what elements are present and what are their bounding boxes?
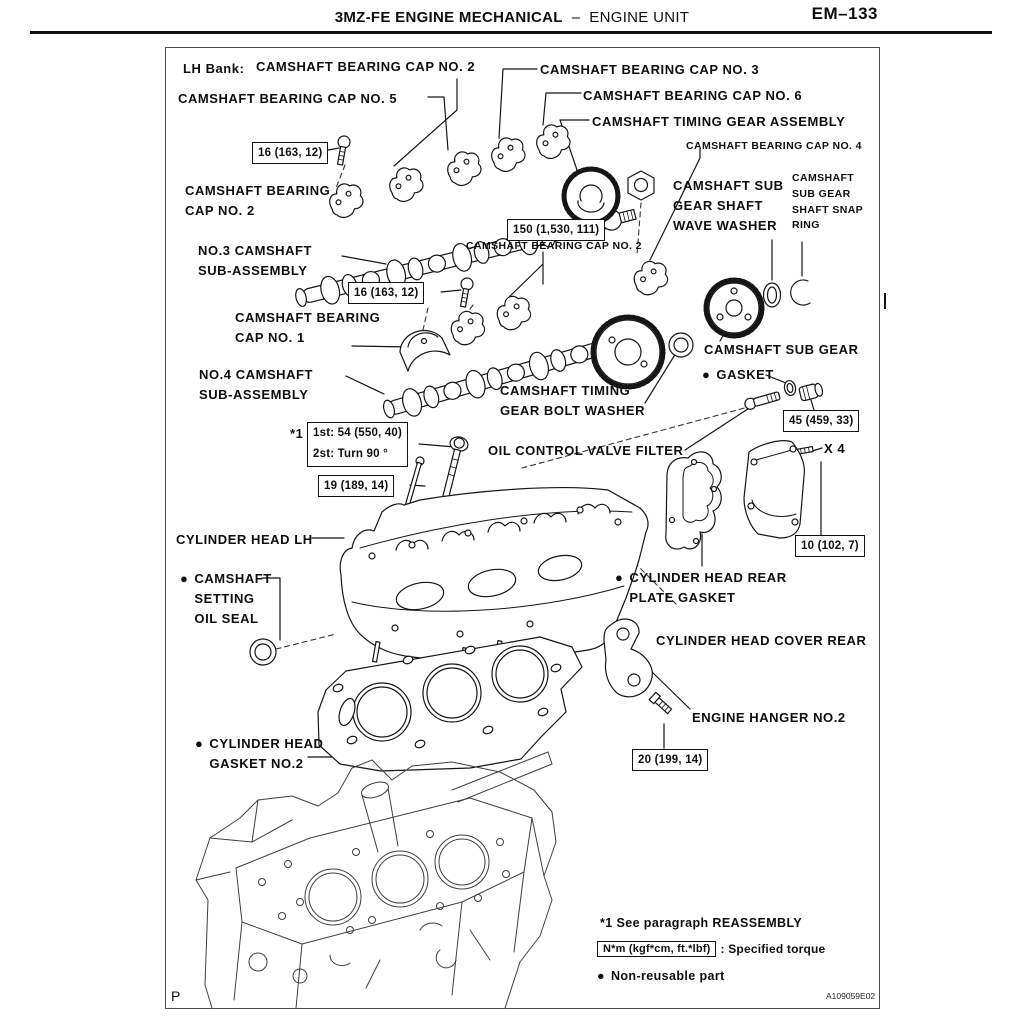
wave-washer-drawing bbox=[762, 282, 782, 308]
legend-torque-unit-box: N*m (kgf*cm, ft.*lbf) bbox=[597, 941, 717, 957]
engine-hanger-drawing bbox=[603, 618, 653, 698]
torque-box-20: 20 (199, 14) bbox=[632, 749, 709, 772]
label-cylinder-head-lh: CYLINDER HEAD LH bbox=[176, 532, 313, 547]
timing-gear2-drawing bbox=[590, 314, 666, 390]
label-camshaft-bearing-cap-no1: CAMSHAFT BEARING CAP NO. 1 bbox=[235, 310, 381, 346]
legend-torque-meaning: : Specified torque bbox=[720, 942, 826, 956]
head-bolt-drawing bbox=[441, 436, 469, 502]
head-gasket-drawing bbox=[317, 636, 583, 772]
bearing-cap-drawing bbox=[627, 254, 674, 300]
non-reusable-dot-icon: ● bbox=[195, 736, 204, 751]
hex-nut-drawing bbox=[627, 170, 655, 201]
page-number: EM–133 bbox=[811, 4, 878, 23]
label-engine-hanger-no2: ENGINE HANGER NO.2 bbox=[692, 710, 846, 725]
bearing-cap-no1-drawing bbox=[399, 329, 451, 372]
label-no3-camshaft-sub-assembly: NO.3 CAMSHAFT SUB-ASSEMBLY bbox=[198, 243, 313, 279]
torque-box-150: 150 (1,530, 111) bbox=[507, 219, 606, 242]
non-reusable-dot-icon: ● bbox=[702, 367, 711, 382]
bearing-cap-drawing bbox=[490, 289, 537, 335]
oil-control-valve-drawing bbox=[744, 391, 781, 410]
label-camshaft-bearing-cap-no6: CAMSHAFT BEARING CAP NO. 6 bbox=[583, 88, 803, 103]
bearing-cap-drawing bbox=[444, 304, 491, 350]
label-gasket: ●GASKET bbox=[702, 365, 774, 385]
camshaft-no4-drawing bbox=[382, 337, 621, 419]
bank-label: LH Bank: bbox=[183, 61, 245, 76]
subsection-title: ENGINE UNIT bbox=[589, 9, 690, 26]
plug-drawing bbox=[798, 382, 824, 402]
legend-reassembly-note: *1 See paragraph REASSEMBLY bbox=[600, 916, 803, 930]
label-star1: *1 bbox=[290, 426, 304, 441]
cap-bolt-drawing bbox=[459, 277, 474, 308]
label-cylinder-head-gasket-no2: ●CYLINDER HEAD GASKET NO.2 bbox=[195, 736, 324, 772]
hanger-bolt-drawing bbox=[648, 691, 673, 715]
oil-seal-drawing bbox=[249, 638, 277, 666]
engine-block-drawing bbox=[195, 751, 557, 1009]
header-rule bbox=[30, 31, 992, 34]
label-cylinder-head-rear-plate-gasket: ●CYLINDER HEAD REAR PLATE GASKET bbox=[615, 570, 787, 606]
label-camshaft-timing-gear-assembly: CAMSHAFT TIMING GEAR ASSEMBLY bbox=[592, 114, 846, 129]
non-reusable-dot-icon: ● bbox=[180, 571, 189, 586]
label-camshaft-bearing-cap-no2-left: CAMSHAFT BEARING CAP NO. 2 bbox=[185, 183, 331, 219]
torque-box-54: 1st: 54 (550, 40) 2st: Turn 90 ° bbox=[307, 422, 409, 467]
torque-box-16b: 16 (163, 12) bbox=[348, 282, 425, 305]
cylinder-head-drawing bbox=[339, 487, 649, 669]
bearing-cap-drawing bbox=[440, 144, 488, 191]
label-camshaft-bearing-cap-no4: CAMSHAFT BEARING CAP NO. 4 bbox=[686, 140, 862, 152]
label-sub-gear-wave-washer: CAMSHAFT SUB GEAR SHAFT WAVE WASHER bbox=[673, 178, 784, 234]
bearing-cap-drawing bbox=[484, 130, 532, 177]
label-no4-camshaft-sub-assembly: NO.4 CAMSHAFT SUB-ASSEMBLY bbox=[199, 367, 314, 403]
page-header: 3MZ-FE ENGINE MECHANICAL – ENGINE UNIT bbox=[0, 9, 1024, 26]
page-marker: P bbox=[171, 988, 181, 1004]
label-camshaft-sub-gear: CAMSHAFT SUB GEAR bbox=[704, 342, 859, 357]
margin-tick bbox=[884, 293, 886, 309]
bearing-cap-drawing bbox=[382, 160, 430, 207]
torque-box-45: 45 (459, 33) bbox=[783, 410, 860, 433]
camshaft-sub-gear-drawing bbox=[703, 277, 765, 339]
label-timing-gear-bolt-washer: CAMSHAFT TIMING GEAR BOLT WASHER bbox=[500, 383, 646, 419]
section-title: 3MZ-FE ENGINE MECHANICAL bbox=[334, 9, 563, 26]
bearing-cap-drawing bbox=[529, 117, 577, 164]
torque-box-16a: 16 (163, 12) bbox=[252, 142, 329, 165]
label-x4: X 4 bbox=[824, 441, 846, 456]
figure-code: A109059E02 bbox=[826, 991, 876, 1001]
cap-bolt-drawing bbox=[336, 135, 351, 166]
gasket-ring-drawing bbox=[783, 379, 797, 397]
leader-lines bbox=[261, 68, 823, 758]
label-camshaft-bearing-cap-no3: CAMSHAFT BEARING CAP NO. 3 bbox=[540, 62, 760, 77]
legend-non-reusable: ●Non-reusable part bbox=[597, 969, 725, 983]
torque-box-10: 10 (102, 7) bbox=[795, 535, 865, 558]
head-cover-rear-drawing bbox=[743, 440, 805, 539]
label-cylinder-head-cover-rear: CYLINDER HEAD COVER REAR bbox=[656, 633, 867, 648]
label-camshaft-bearing-cap-no2-top: CAMSHAFT BEARING CAP NO. 2 bbox=[256, 59, 476, 74]
legend-torque: N*m (kgf*cm, ft.*lbf): Specified torque bbox=[597, 941, 825, 957]
label-sub-gear-snap-ring: CAMSHAFT SUB GEAR SHAFT SNAP RING bbox=[792, 172, 864, 232]
torque-box-19: 19 (189, 14) bbox=[318, 475, 395, 498]
label-oil-control-valve-filter: OIL CONTROL VALVE FILTER bbox=[488, 443, 684, 458]
snap-ring-drawing bbox=[790, 279, 811, 306]
label-camshaft-bearing-cap-no2-mid: CAMSHAFT BEARING CAP NO. 2 bbox=[466, 240, 642, 252]
label-camshaft-bearing-cap-no5: CAMSHAFT BEARING CAP NO. 5 bbox=[178, 91, 398, 106]
non-reusable-dot-icon: ● bbox=[597, 969, 605, 983]
timing-gear-bolt-washer-drawing bbox=[668, 332, 694, 358]
non-reusable-dot-icon: ● bbox=[615, 570, 624, 585]
label-camshaft-setting-oil-seal: ●CAMSHAFT SETTING OIL SEAL bbox=[180, 571, 272, 627]
header-separator: – bbox=[571, 9, 581, 26]
camshaft-timing-gear-drawing bbox=[561, 166, 621, 226]
rear-plate-gasket-drawing bbox=[665, 451, 722, 550]
